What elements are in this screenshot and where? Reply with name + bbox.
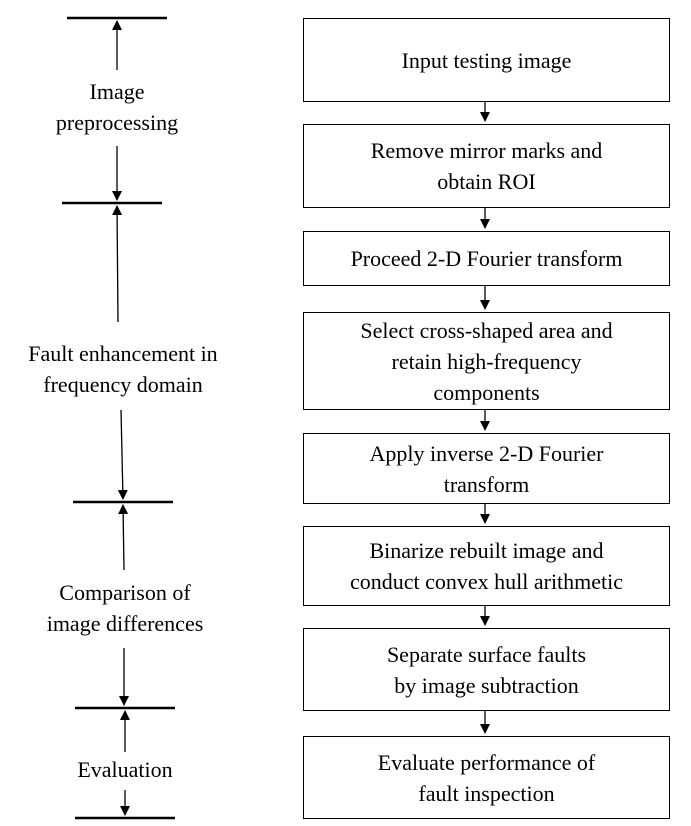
step-text-line: Input testing image: [401, 47, 572, 73]
step-text-line: Separate surface faults: [386, 641, 587, 667]
stage-label-line: preprocessing: [55, 110, 179, 135]
span-arrow-down: [117, 409, 128, 500]
step-text-line: obtain ROI: [437, 169, 536, 194]
step-text-line: Proceed 2-D Fourier transform: [350, 246, 623, 271]
step-input-testing-image: Input testing image: [303, 18, 670, 102]
step-text-line: by image subtraction: [394, 672, 579, 698]
step-select-cross-shaped-area: Select cross-shaped area and retain high…: [303, 312, 670, 410]
step-text-line: Apply inverse 2-D Fourier: [369, 440, 604, 466]
stage-label-comparison: Comparison of image differences: [24, 577, 226, 639]
step-text-line: Select cross-shaped area and: [360, 317, 613, 343]
stage-label-line: image differences: [46, 611, 204, 636]
step-text-line: fault inspection: [418, 780, 555, 806]
span-arrow-up: [112, 205, 123, 323]
step-text-line: conduct convex hull arithmetic: [349, 569, 624, 594]
step-fourier-transform: Proceed 2-D Fourier transform: [303, 231, 670, 286]
stage-label-line: Evaluation: [77, 757, 173, 782]
stage-label-line: Comparison of: [59, 580, 191, 605]
stage-label-enhancement: Fault enhancement in frequency domain: [4, 338, 242, 400]
step-text-line: transform: [443, 471, 530, 497]
stage-label-preprocessing: Image preprocessing: [22, 76, 212, 138]
step-text-line: retain high-frequency: [391, 348, 582, 374]
step-evaluate-performance: Evaluate performance of fault inspection: [303, 736, 670, 819]
stage-label-line: Fault enhancement in: [28, 341, 218, 366]
step-remove-mirror-marks: Remove mirror marks and obtain ROI: [303, 124, 670, 208]
step-text-line: Evaluate performance of: [377, 749, 596, 775]
step-binarize-image: Binarize rebuilt image and conduct conve…: [303, 526, 670, 606]
stage-label-line: frequency domain: [43, 372, 203, 397]
span-arrow-up: [118, 504, 129, 571]
step-text-line: components: [433, 379, 540, 405]
step-text-line: Remove mirror marks and: [370, 138, 603, 163]
step-separate-surface-faults: Separate surface faults by image subtrac…: [303, 628, 670, 711]
step-inverse-fourier-transform: Apply inverse 2-D Fourier transform: [303, 433, 670, 504]
stage-label-evaluation: Evaluation: [50, 754, 200, 785]
step-text-line: Binarize rebuilt image and: [369, 538, 604, 563]
stage-label-line: Image: [89, 79, 145, 104]
